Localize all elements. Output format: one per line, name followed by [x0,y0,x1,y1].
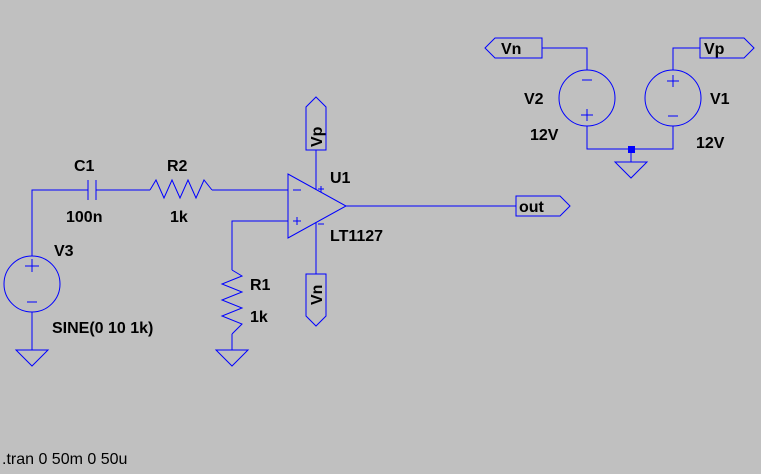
capacitor-c1[interactable] [87,180,97,200]
voltage-source-v2[interactable] [558,69,616,127]
net-flag-vn-top-label: Vn [501,41,521,58]
net-flag-out[interactable] [515,195,571,217]
voltage-source-v3[interactable] [3,255,61,350]
v1-value: 12V [696,135,725,152]
u1-value: LT1127 [330,228,383,245]
v3-name: V3 [54,243,74,260]
u1-name: U1 [330,170,351,187]
net-flag-vn-opamp-label: Vn [309,285,326,305]
wire-noninv-to-r1 [231,220,288,350]
ground-supply-icon [613,161,649,179]
net-flag-vn-opamp[interactable] [305,273,327,327]
voltage-source-v1[interactable] [644,69,702,127]
v1-name: V1 [710,91,730,108]
net-flag-out-label: out [519,199,545,216]
c1-value: 100n [66,209,102,226]
r2-name: R2 [167,158,188,175]
wire-v3-to-c1 [31,189,288,256]
wire-vp-to-v1 [672,47,700,70]
net-flag-vp-top[interactable] [699,37,755,59]
resistor-r1[interactable] [220,269,244,335]
ground-r1-icon [214,349,250,367]
c1-name: C1 [74,158,95,175]
resistor-r2[interactable] [149,178,213,200]
ground-v3-icon [14,349,50,367]
r2-value: 1k [170,209,188,226]
net-flag-vp-opamp[interactable] [305,96,327,151]
v3-value: SINE(0 10 1k) [52,320,153,337]
spice-directive[interactable]: .tran 0 50m 0 50u [2,451,127,468]
v2-value: 12V [530,127,559,144]
net-flag-vp-opamp-label: Vp [309,126,326,147]
opamp-u1[interactable] [287,173,348,239]
r1-value: 1k [250,309,268,326]
net-flag-vp-top-label: Vp [704,41,725,58]
junction-dot [628,146,635,153]
r1-name: R1 [250,277,271,294]
v2-name: V2 [524,91,544,108]
wire-vn-to-v2 [542,47,674,162]
